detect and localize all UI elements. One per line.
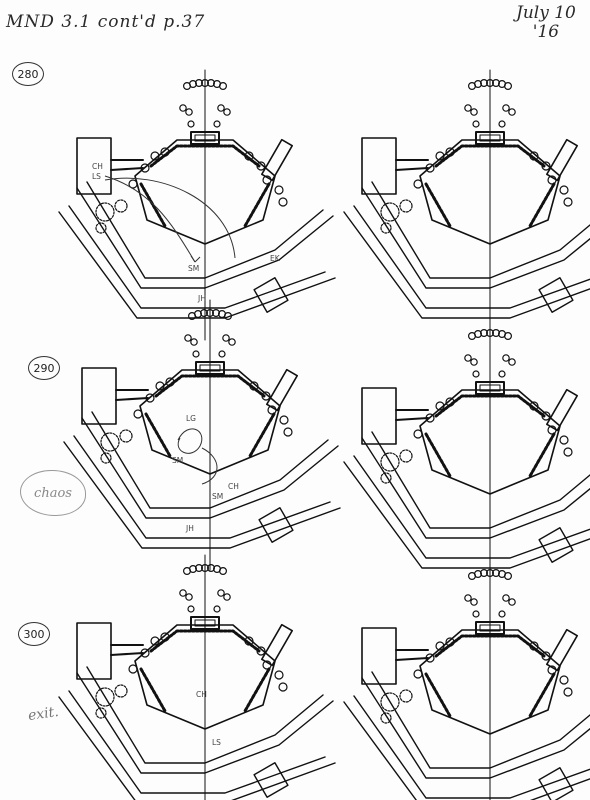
movement-arrows-280 bbox=[104, 175, 236, 263]
movement-swirl-290 bbox=[177, 428, 218, 485]
label-ek-280: EK bbox=[270, 254, 280, 263]
label-sm-280: SM bbox=[188, 264, 200, 273]
label-ch-290: CH bbox=[228, 482, 239, 491]
label-jh-280: JH bbox=[198, 294, 206, 303]
cue-number-300: 300 bbox=[18, 622, 50, 646]
cue-number-280: 280 bbox=[12, 62, 44, 86]
plan-280-right bbox=[342, 68, 590, 342]
plan-300-right bbox=[342, 558, 590, 800]
date-line-2: '16 bbox=[532, 22, 560, 42]
plan-290-left bbox=[62, 298, 342, 572]
label-ls-280: LS bbox=[92, 172, 101, 181]
label-lg-290: LG bbox=[186, 414, 196, 423]
page-header-left: MND 3.1 cont'd p.37 bbox=[6, 12, 206, 32]
page-header-date: July 10 '16 bbox=[516, 4, 576, 42]
note-chaos: chaos bbox=[20, 470, 86, 516]
plan-280-left bbox=[57, 68, 337, 342]
plan-290-right bbox=[342, 318, 590, 592]
label-sm-290: SM bbox=[172, 456, 184, 465]
label-ch-300: CH bbox=[196, 690, 207, 699]
date-line-1: July 10 bbox=[516, 3, 576, 23]
label-sm2-290: SM bbox=[212, 492, 224, 501]
label-jh-290: JH bbox=[186, 524, 194, 533]
label-ch-280: CH bbox=[92, 162, 103, 171]
label-ls-300: LS bbox=[212, 738, 221, 747]
cue-number-290: 290 bbox=[28, 356, 60, 380]
plan-300-left bbox=[57, 553, 337, 800]
